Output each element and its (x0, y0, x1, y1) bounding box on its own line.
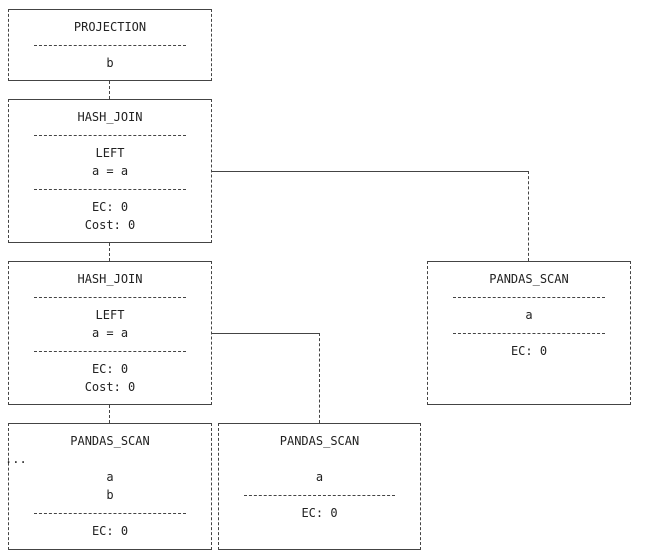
truncation-ellipsis: ... (5, 452, 27, 466)
edge-hash-join-to-mid-scan-vertical (319, 333, 320, 423)
projection-column: b (106, 56, 114, 70)
node-separator (34, 135, 186, 136)
join-type: LEFT (95, 146, 125, 160)
estimated-cardinality: EC: 0 (510, 344, 548, 358)
node-operator-name: PROJECTION (73, 20, 147, 34)
edge-projection-to-hash-join (109, 81, 110, 99)
hash-join-node: HASH_JOIN LEFT a = a EC: 0 Cost: 0 (8, 261, 212, 405)
node-operator-name: HASH_JOIN (77, 272, 143, 286)
node-separator (453, 297, 605, 298)
cost-value: Cost: 0 (84, 380, 136, 394)
scan-column: a (315, 470, 324, 484)
node-operator-name: PANDAS_SCAN (279, 434, 360, 448)
pandas-scan-node: PANDAS_SCAN a EC: 0 (218, 423, 421, 550)
pandas-scan-node: PANDAS_SCAN a b EC: 0 (8, 423, 212, 550)
node-separator (34, 297, 186, 298)
estimated-cardinality: EC: 0 (91, 362, 129, 376)
estimated-cardinality: EC: 0 (91, 200, 129, 214)
edge-hash-join-to-hash-join (109, 243, 110, 261)
join-condition: a = a (91, 326, 129, 340)
estimated-cardinality: EC: 0 (91, 524, 129, 538)
hash-join-node: HASH_JOIN LEFT a = a EC: 0 Cost: 0 (8, 99, 212, 243)
projection-node: PROJECTION b (8, 9, 212, 81)
edge-hash-join-to-right-scan-vertical (528, 171, 529, 261)
join-type: LEFT (95, 308, 125, 322)
node-separator (34, 189, 186, 190)
node-separator (34, 351, 186, 352)
node-separator (34, 45, 186, 46)
edge-hash-join-to-left-scan (109, 405, 110, 423)
scan-column: a (525, 308, 533, 322)
node-operator-name: HASH_JOIN (77, 110, 143, 124)
node-operator-name: PANDAS_SCAN (70, 434, 150, 448)
edge-hash-join-to-mid-scan-horizontal (212, 333, 320, 334)
node-operator-name: PANDAS_SCAN (489, 272, 569, 286)
node-separator (244, 495, 395, 496)
join-condition: a = a (91, 164, 129, 178)
estimated-cardinality: EC: 0 (301, 506, 338, 520)
cost-value: Cost: 0 (84, 218, 136, 232)
pandas-scan-node: PANDAS_SCAN a EC: 0 (427, 261, 631, 405)
scan-column: b (106, 488, 114, 502)
edge-hash-join-to-right-scan-horizontal (212, 171, 529, 172)
scan-column: a (106, 470, 114, 484)
node-separator (34, 513, 186, 514)
node-separator (453, 333, 605, 334)
